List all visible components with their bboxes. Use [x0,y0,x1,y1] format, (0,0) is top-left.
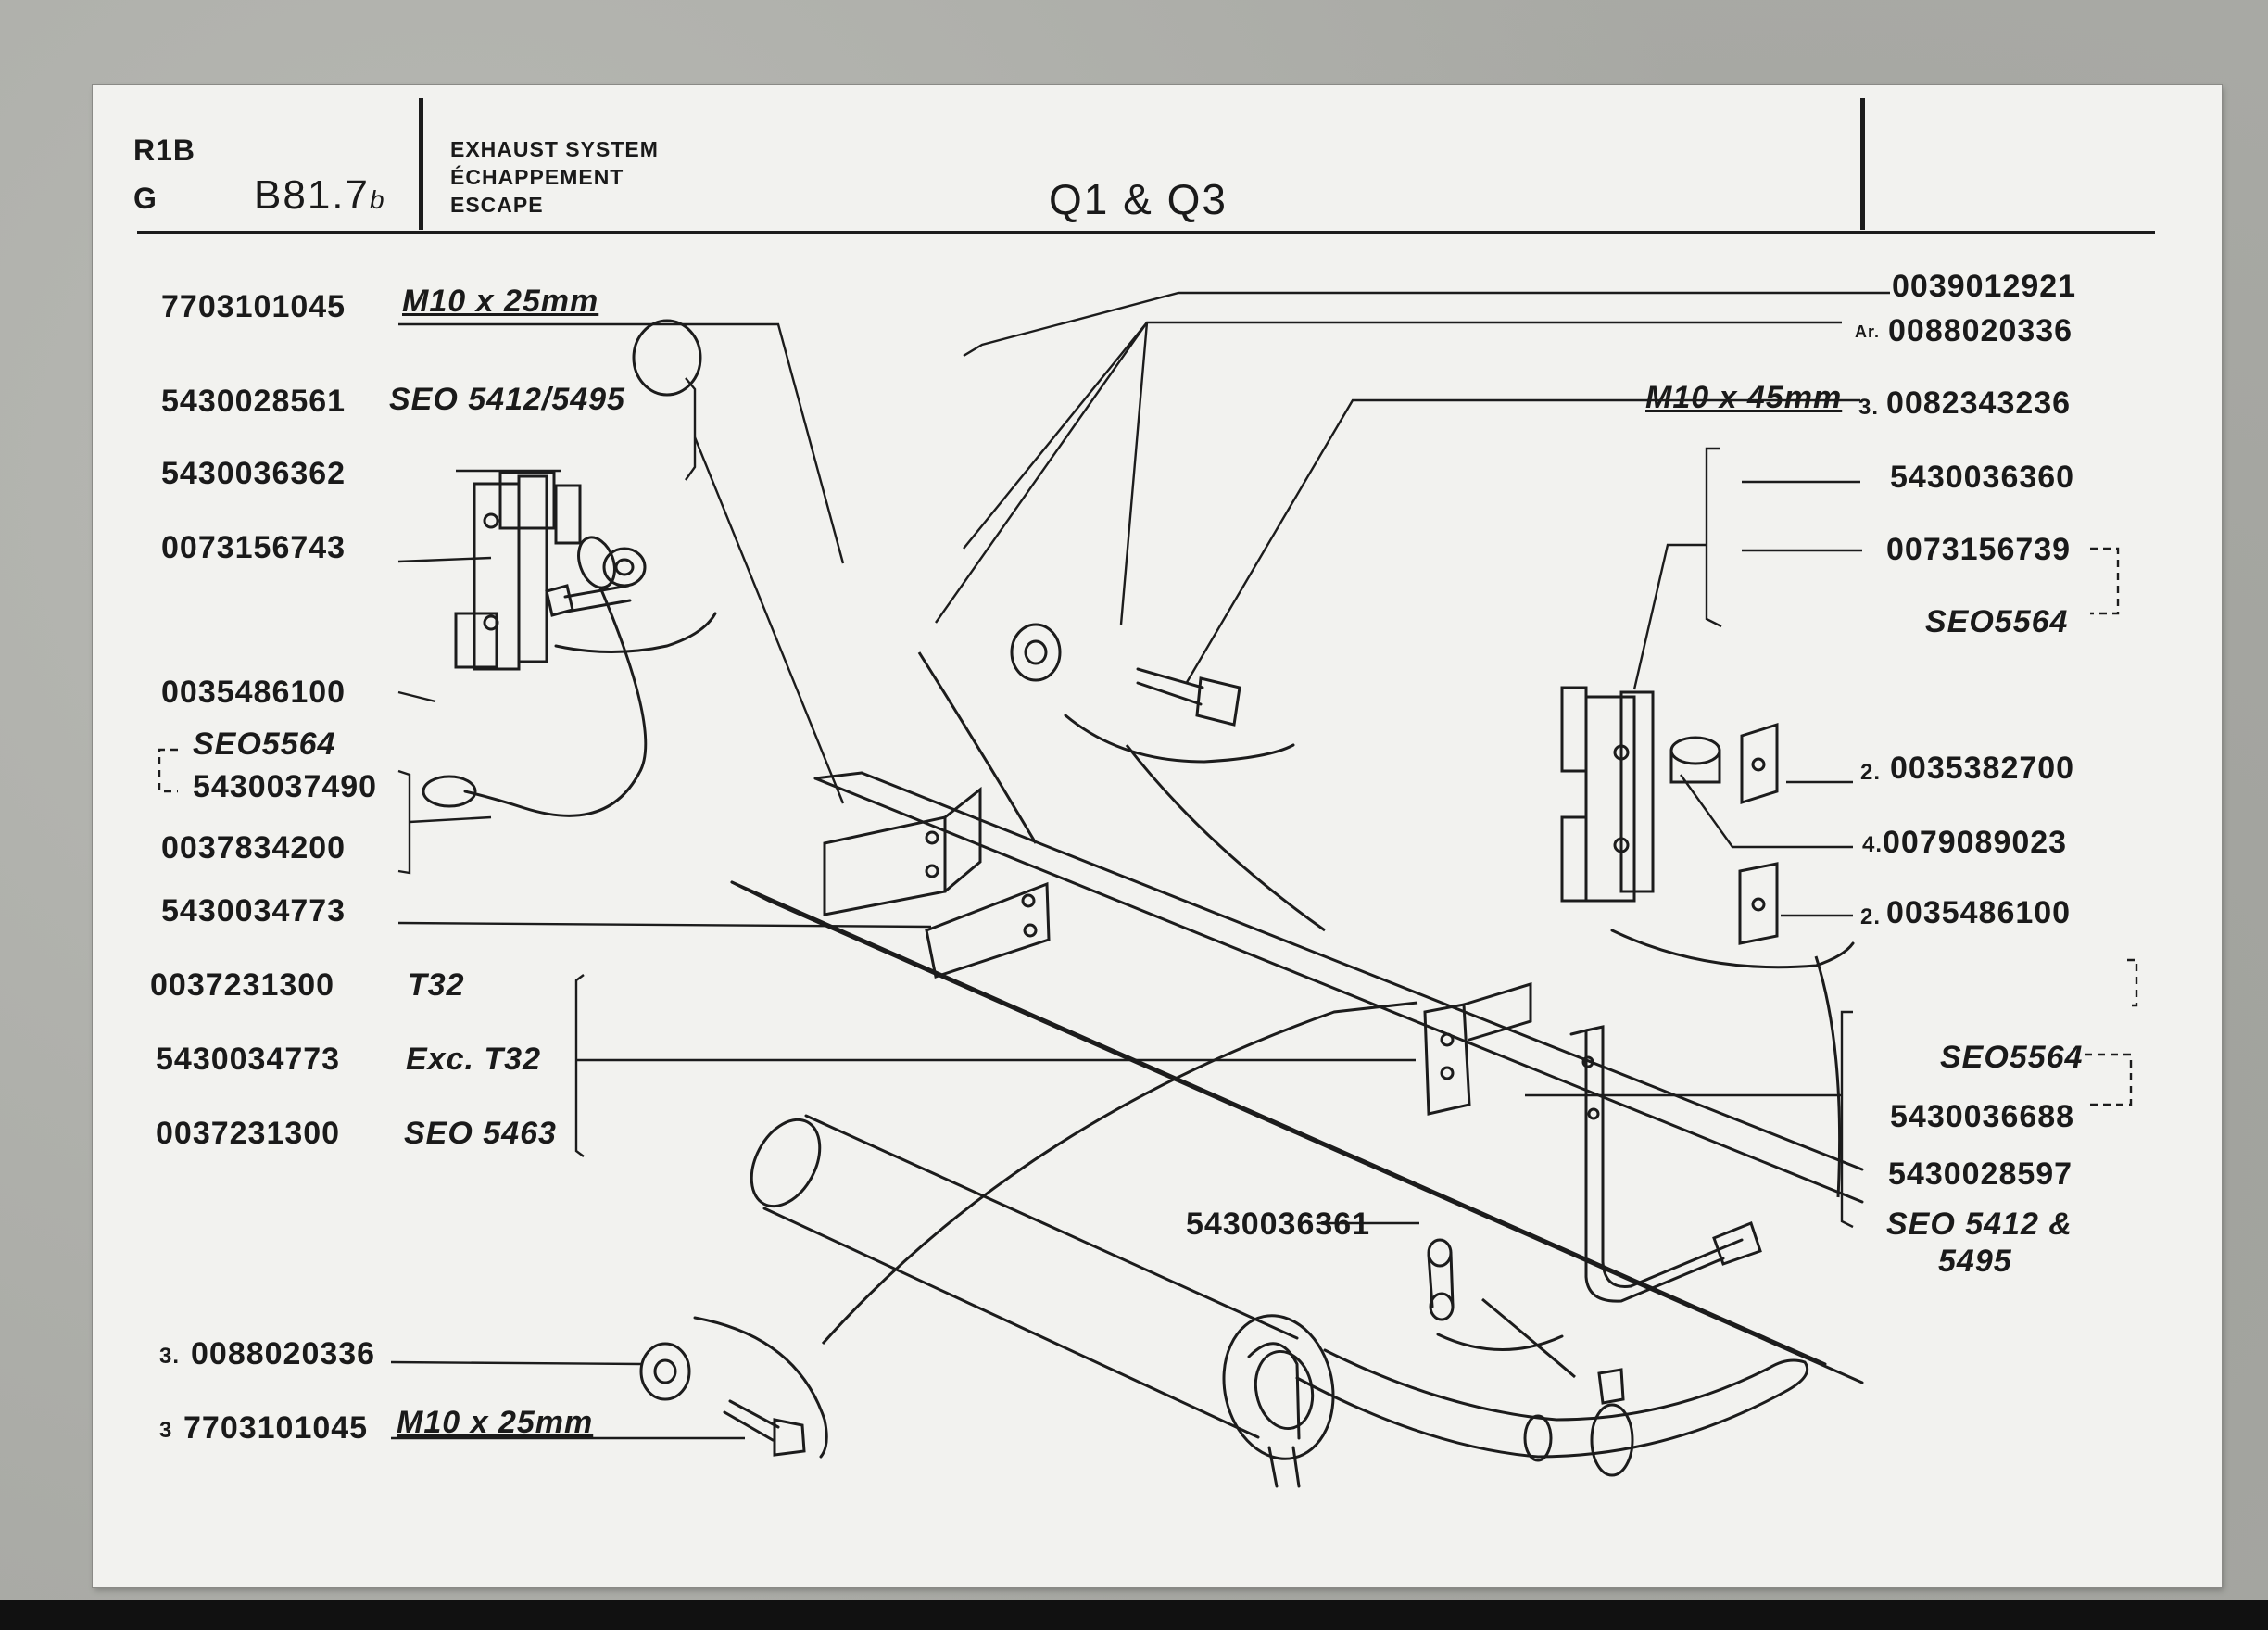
bracket-center [925,881,1051,979]
spec-m10x25-top: M10 x 25mm [402,284,599,319]
mount-group-arc-right [1610,929,1855,969]
bolt-group-arc-left [554,612,717,653]
scan-edge-strip [0,1600,2268,1630]
bolt-group-arc-bottom [693,1316,828,1459]
bolt-group-arc-center [1064,714,1295,764]
catalog-code-top: R1B [133,133,196,167]
part-number-0035486100-left: 0035486100 [161,675,346,710]
part-number-0035486100-right: 0035486100 [1886,895,2072,930]
chassis-rail-lower [767,899,1864,1384]
rubber-mount-left [454,471,582,671]
quantity-prefix-3-right: 3. [1858,395,1880,420]
spec-seo-5412-5495: SEO 5412/5495 [389,382,625,417]
rubber-mount-right [1560,686,1779,945]
part-number-5430028561: 5430028561 [161,384,346,419]
muffler-clamp [1247,1342,1301,1488]
option-seo5564-right-lower: SEO5564 [1940,1040,2084,1075]
part-number-5430028597: 5430028597 [1888,1156,2073,1192]
part-number-5430037490: 5430037490 [193,769,378,804]
spec-m10x45: M10 x 45mm [1645,380,1843,415]
header-divider-right [1860,98,1865,230]
part-number-0088020336-top: 0088020336 [1888,313,2073,348]
spec-t32: T32 [408,967,465,1003]
part-number-0079089023: 0079089023 [1883,825,2068,860]
bracket-left [823,786,982,916]
nut-center [1010,623,1062,682]
nut-top [602,547,647,588]
chassis-rail-upper-edge [860,771,1864,1171]
nut-bottom [639,1342,691,1401]
quantity-prefix-2a: 2. [1860,760,1882,785]
part-number-5430034773-exc: 5430034773 [156,1042,341,1077]
exhaust-clamp [1590,1368,1634,1477]
bracket-right-mid [1423,981,1532,1116]
option-seo-5412-and: SEO 5412 & [1886,1207,2073,1242]
quantity-prefix-nut: 3. [159,1344,181,1369]
part-number-0082343236: 0082343236 [1886,385,2072,421]
part-number-0073156743: 0073156743 [161,530,346,565]
spec-exc-t32: Exc. T32 [406,1042,541,1077]
part-number-7703101045-bottom: 7703101045 [183,1410,369,1446]
page-reference: B81.7b [254,172,386,218]
vehicle-models: Q1 & Q3 [1049,175,1228,223]
part-number-0073156739: 0073156739 [1886,532,2072,567]
bolt-left [545,584,632,617]
ground-strap [422,536,648,817]
option-seo5564-left: SEO5564 [193,727,336,762]
washer-top [632,319,702,397]
part-number-0039012921: 0039012921 [1892,269,2077,304]
part-number-0088020336-bottom: 0088020336 [191,1336,376,1371]
part-number-0037834200: 0037834200 [161,830,346,866]
tail-pipe [1295,1348,1809,1459]
header-rule [137,231,2155,234]
bolt-center-m10x45 [1136,667,1241,727]
title-french: ÉCHAPPEMENT [450,165,624,189]
part-number-5430034773: 5430034773 [161,893,346,929]
quantity-prefix-ar: Ar. [1855,322,1881,341]
chassis-rail-lower-edge [730,880,1827,1366]
part-number-5430036688: 5430036688 [1890,1099,2075,1134]
part-number-5430036362: 5430036362 [161,456,346,491]
strap-clip [1427,1238,1455,1321]
part-number-5430036361: 5430036361 [1186,1207,1371,1242]
part-number-5430036360: 5430036360 [1890,460,2075,495]
quantity-prefix-4: 4. [1862,832,1884,857]
spec-m10x25-bottom: M10 x 25mm [397,1405,594,1440]
title-english: EXHAUST SYSTEM [450,137,659,161]
part-number-0037231300-t32: 0037231300 [150,967,335,1003]
part-number-0037231300-seo: 0037231300 [156,1116,341,1151]
option-seo5564-right: SEO5564 [1925,604,2069,639]
spec-seo-5463: SEO 5463 [404,1116,557,1151]
part-number-0035382700: 0035382700 [1890,751,2075,786]
quantity-prefix-2b: 2. [1860,904,1882,929]
part-number-7703101045: 7703101045 [161,289,346,324]
exhaust-system-exploded-drawing [158,291,2138,1488]
muffler [750,1114,1335,1460]
option-seo-5495: 5495 [1938,1244,2012,1279]
quantity-prefix-bolt: 3 [159,1418,173,1443]
clamp-arc [1436,1333,1564,1351]
bolt-bottom [723,1399,806,1457]
header-divider-left [419,98,423,230]
chassis-rail-upper [813,777,1864,1204]
title-spanish: ESCAPE [450,193,544,217]
catalog-code-bottom: G [133,182,158,215]
hanger-rod [1569,1025,1762,1303]
parts-catalog-sheet: R1B G B81.7b EXHAUST SYSTEM ÉCHAPPEMENT … [93,85,2222,1587]
